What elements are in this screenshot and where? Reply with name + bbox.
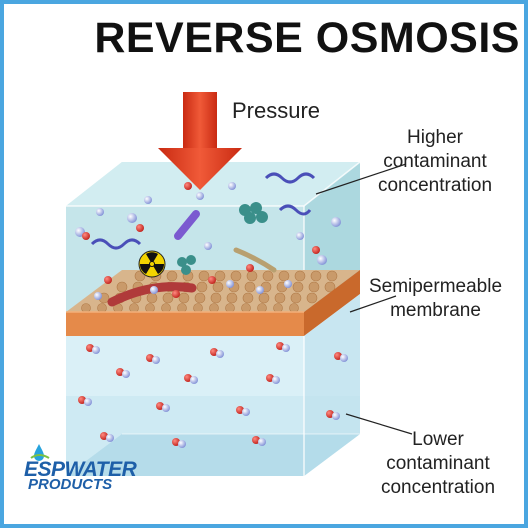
water-drop-icon <box>30 444 50 461</box>
semi-line-2: membrane <box>390 300 481 321</box>
membrane-mesh <box>66 270 360 313</box>
higher-concentration-label: Higher contaminant concentration <box>355 126 515 198</box>
lower-line-1: Lower <box>412 429 464 450</box>
diagram-title: REVERSE OSMOSIS <box>94 14 520 62</box>
lower-line-3: concentration <box>380 477 496 498</box>
logo-line-1: ESPWATER <box>24 458 137 481</box>
higher-line-1: Higher <box>407 127 463 148</box>
radiation-icon <box>138 250 166 278</box>
semi-line-1: Semipermeable <box>368 276 503 297</box>
lower-chamber <box>66 294 360 476</box>
pressure-arrow <box>158 92 242 190</box>
membrane-slab <box>66 270 360 336</box>
company-logo: ESPWATER PRODUCTS <box>20 444 140 494</box>
higher-leader-line <box>315 163 407 195</box>
semi-leader-line <box>349 295 397 313</box>
higher-line-2: contaminant <box>383 151 487 172</box>
contaminants <box>75 172 341 307</box>
pressure-label: Pressure <box>232 98 321 123</box>
higher-line-3: concentration <box>377 175 493 196</box>
water-molecules <box>78 342 348 448</box>
lower-concentration-label: Lower contaminant concentration <box>358 428 518 500</box>
semipermeable-membrane-label: Semipermeable membrane <box>358 275 513 323</box>
lower-leader-line <box>345 413 413 435</box>
logo-line-2: PRODUCTS <box>28 476 113 493</box>
lower-line-2: contaminant <box>386 453 490 474</box>
particle-atoms <box>75 182 341 300</box>
